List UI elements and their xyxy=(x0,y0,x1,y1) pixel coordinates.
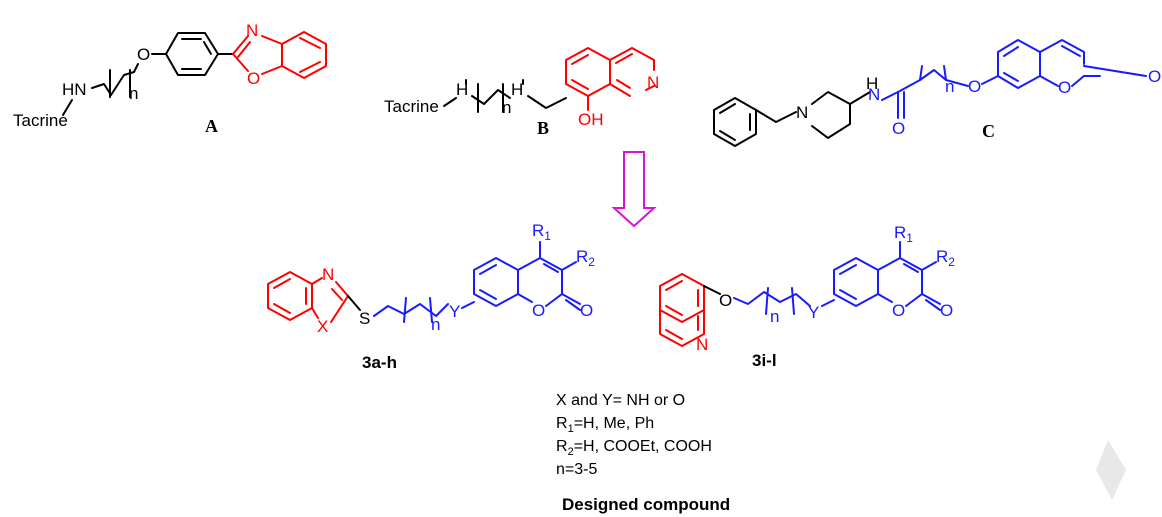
compound-b: Tacrine H n H N OH B xyxy=(384,47,659,138)
link-y-3ah: Y xyxy=(449,302,460,321)
compound-series-3i-l: N O n Y R1 R2 O O 3i-l xyxy=(659,223,955,370)
label-a: A xyxy=(205,116,218,136)
lactone-o-3ah: O xyxy=(532,301,545,320)
r2-3il: R2 xyxy=(936,247,955,269)
n-label-a: n xyxy=(129,84,138,103)
link-y-3il: Y xyxy=(808,303,819,322)
r1-3ah: R1 xyxy=(532,221,551,243)
oxazole-o-a: O xyxy=(247,69,260,88)
tacrine-label-a: Tacrine xyxy=(13,111,68,130)
amide-o-c: O xyxy=(892,119,905,138)
piperidine-n-c: N xyxy=(796,103,808,122)
label-c: C xyxy=(982,121,995,141)
azole-x-3ah: X xyxy=(317,317,328,336)
amide-h-c: H xyxy=(866,74,878,93)
thioether-s-3ah: S xyxy=(359,309,370,328)
oxazole-n-a: N xyxy=(246,21,258,40)
compound-a: Tacrine HN n O N O A xyxy=(13,21,327,136)
ether-o-c: O xyxy=(968,77,981,96)
quinoline-n-b: N xyxy=(647,73,659,92)
label-3a-h: 3a-h xyxy=(362,353,397,372)
design-arrow xyxy=(611,151,657,228)
amine-h2-b: H xyxy=(511,80,523,99)
lactone-o-3il: O xyxy=(892,301,905,320)
note-n: n=3-5 xyxy=(556,461,597,478)
substituent-notes: X and Y= NH or O R1=H, Me, Ph R2=H, COOE… xyxy=(556,392,712,478)
n-label-b: n xyxy=(502,98,511,117)
n-label-3ah: n xyxy=(431,315,440,334)
tacrine-label-b: Tacrine xyxy=(384,97,439,116)
azole-n-3ah: N xyxy=(322,265,334,284)
compound-c: N H N O n O O O C xyxy=(713,39,1161,147)
watermark-shape xyxy=(1096,440,1126,500)
compound-series-3a-h: N X S n Y R1 R2 O O 3a-h xyxy=(267,221,595,372)
hydroxyl-oh-b: OH xyxy=(578,110,604,129)
note-x-y: X and Y= NH or O xyxy=(556,392,685,409)
carbonyl-o-3il: O xyxy=(940,301,953,320)
note-r1: R1=H, Me, Ph xyxy=(556,415,654,435)
label-3i-l: 3i-l xyxy=(752,351,777,370)
n-label-c: n xyxy=(945,77,954,96)
n-label-3il: n xyxy=(770,307,779,326)
r1-3il: R1 xyxy=(894,223,913,245)
r2-3ah: R2 xyxy=(576,247,595,269)
lactone-o-c: O xyxy=(1058,78,1071,97)
amine-hn-a: HN xyxy=(62,80,87,99)
ether-o-a: O xyxy=(137,45,150,64)
note-r2: R2=H, COOEt, COOH xyxy=(556,438,712,458)
amine-h1-b: H xyxy=(456,80,468,99)
carbonyl-o-c: O xyxy=(1148,67,1161,86)
carbonyl-o-3ah: O xyxy=(580,301,593,320)
label-b: B xyxy=(537,118,549,138)
quinoline-n-3il: N xyxy=(696,335,708,354)
ether-o-3il: O xyxy=(719,291,732,310)
scheme-caption: Designed compound xyxy=(562,495,730,514)
amide-n-c: N xyxy=(868,85,880,104)
